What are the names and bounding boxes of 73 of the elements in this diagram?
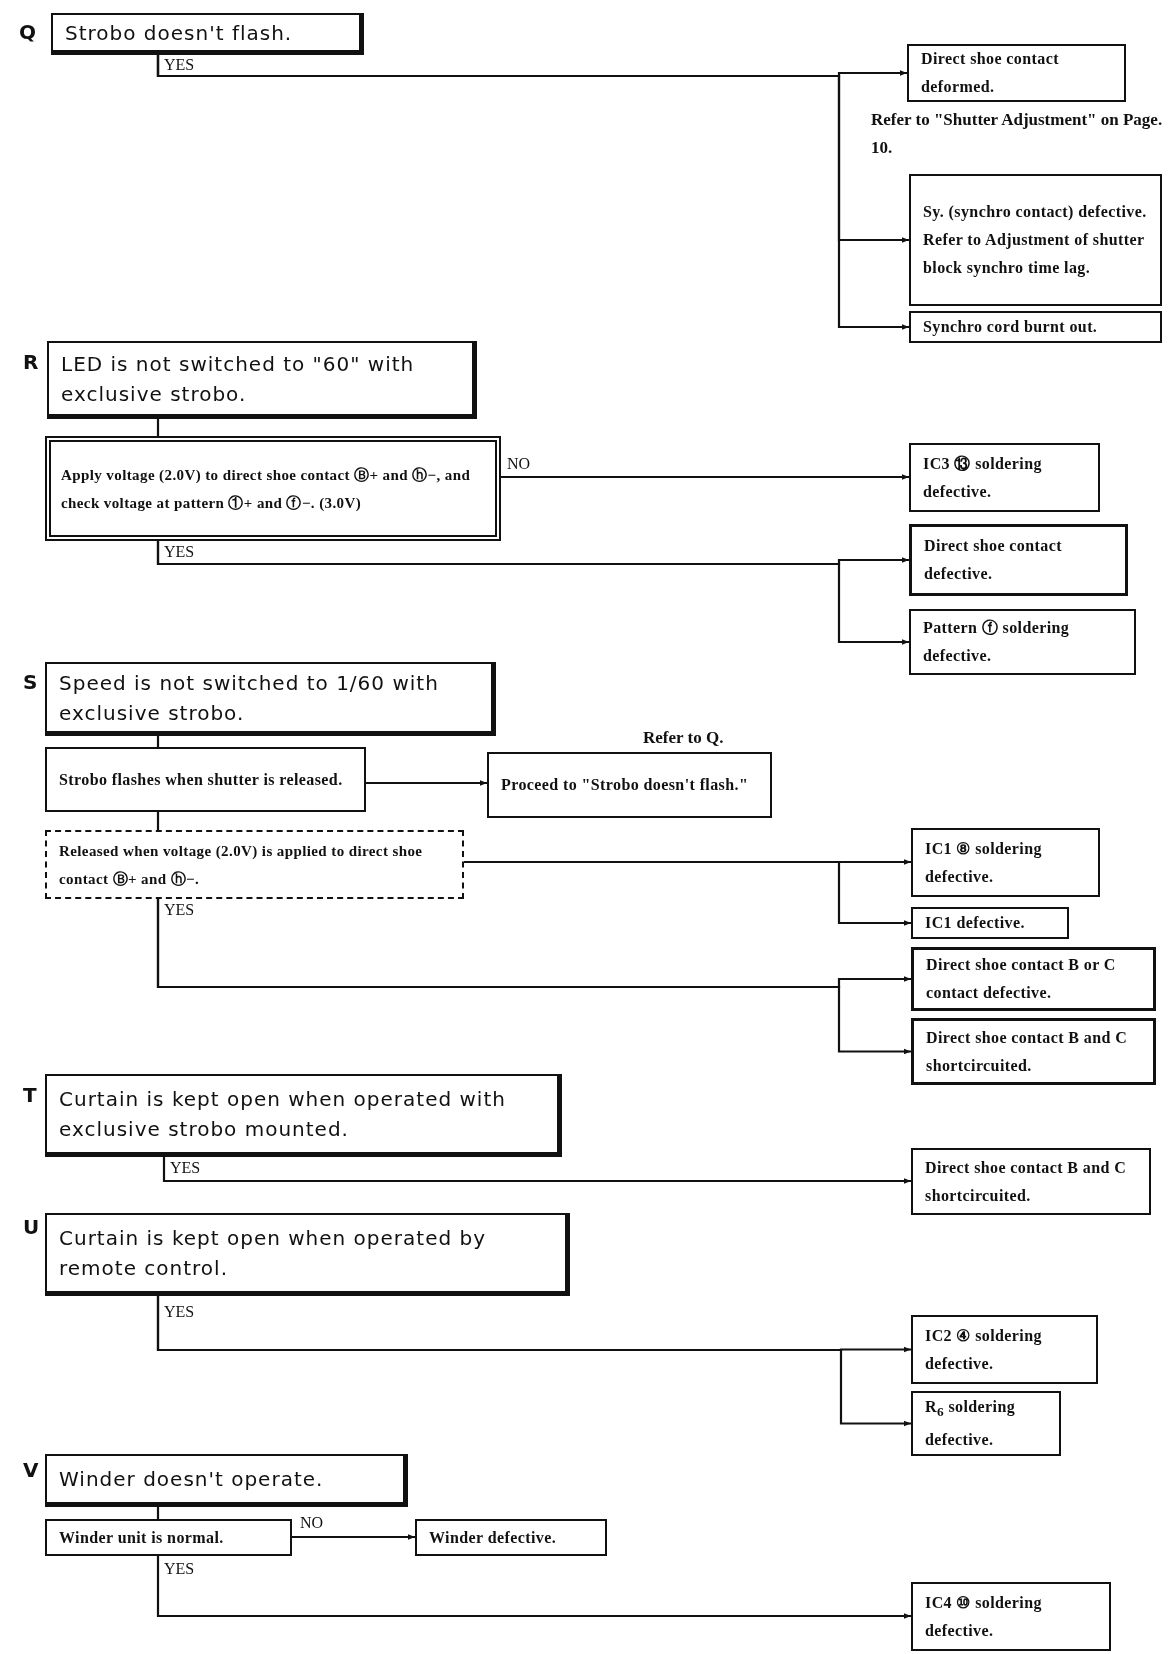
section-letter: R bbox=[23, 350, 39, 374]
cause-box bbox=[907, 44, 1126, 102]
arrow bbox=[156, 1556, 911, 1619]
cause-text: IC2 ④ soldering defective. bbox=[925, 1325, 1043, 1374]
cause-box bbox=[415, 1519, 607, 1556]
problem-text: Strobo doesn't flash. bbox=[65, 19, 293, 47]
problem-text: Speed is not switched to 1/60 with exclusive strobo. bbox=[59, 669, 440, 727]
cause-text: Direct shoe contact B and C shortcircuited. bbox=[926, 1027, 1129, 1076]
cause-text: R$_{6}$ soldering defective. bbox=[925, 1396, 1017, 1451]
cause-box bbox=[909, 609, 1136, 675]
arrow bbox=[156, 899, 911, 1055]
cause-text: Winder unit is normal. bbox=[59, 1527, 224, 1548]
section-letter: U bbox=[23, 1215, 40, 1239]
cause-box bbox=[487, 752, 772, 818]
problem-box bbox=[45, 1074, 562, 1157]
arrow bbox=[156, 55, 909, 330]
check-box bbox=[45, 830, 464, 899]
section-letter: S bbox=[23, 670, 38, 694]
section-letter: Q bbox=[19, 20, 36, 44]
cause-text: Sy. (synchro contact) defective. Refer to Adjustment of shutter block synchro time lag. bbox=[923, 202, 1148, 279]
connector-line bbox=[156, 812, 160, 830]
cause-text: IC1 defective. bbox=[925, 913, 1025, 933]
cause-text: IC3 ⑬ soldering defective. bbox=[923, 453, 1043, 502]
problem-box bbox=[47, 341, 477, 419]
cause-text: IC4 ⑩ soldering defective. bbox=[925, 1592, 1043, 1641]
problem-box bbox=[51, 13, 364, 55]
cause-text: Apply voltage (2.0V) to direct shoe contact Ⓑ+ and ⓗ−, and check voltage at pattern ①+ and ⓕ−. (3.0V) bbox=[61, 465, 472, 513]
problem-box bbox=[45, 1213, 570, 1296]
cause-box bbox=[909, 174, 1162, 306]
connector-line bbox=[156, 1507, 160, 1519]
cause-box bbox=[911, 1018, 1156, 1085]
cause-text: Winder defective. bbox=[429, 1527, 557, 1548]
arrow bbox=[501, 474, 909, 480]
cause-text: IC1 ⑧ soldering defective. bbox=[925, 838, 1043, 887]
problem-text: Winder doesn't operate. bbox=[59, 1466, 324, 1493]
arrow bbox=[366, 780, 487, 786]
connector-line bbox=[156, 736, 160, 747]
problem-box bbox=[45, 1454, 408, 1507]
cause-text: Direct shoe contact defective. bbox=[924, 536, 1063, 584]
section-letter: T bbox=[23, 1083, 37, 1107]
connector-line bbox=[156, 419, 160, 436]
problem-box bbox=[45, 662, 496, 736]
cause-box bbox=[911, 947, 1156, 1011]
cause-text: Pattern ⓕ soldering defective. bbox=[923, 618, 1071, 666]
cause-box bbox=[911, 1148, 1151, 1215]
cause-box bbox=[45, 1519, 292, 1556]
cause-box bbox=[911, 828, 1100, 897]
cause-text: Direct shoe contact B or C contact defective. bbox=[926, 955, 1117, 1003]
cause-text: Synchro cord burnt out. bbox=[923, 317, 1098, 338]
reference-note: Refer to "Shutter Adjustment" on Page. 10. bbox=[871, 109, 1164, 159]
cause-box bbox=[909, 443, 1100, 512]
cause-box bbox=[911, 1391, 1061, 1456]
cause-box bbox=[909, 311, 1162, 343]
problem-text: LED is not switched to "60" with exclusive strobo. bbox=[61, 350, 416, 408]
arrow bbox=[162, 1157, 911, 1184]
problem-text: Curtain is kept open when operated with exclusive strobo mounted. bbox=[59, 1086, 507, 1143]
section-letter: V bbox=[23, 1458, 39, 1482]
arrow bbox=[156, 541, 909, 645]
cause-text: Released when voltage (2.0V) is applied to direct shoe contact Ⓑ+ and ⓗ−. bbox=[59, 841, 424, 889]
cause-box bbox=[45, 747, 366, 812]
cause-text: Strobo flashes when shutter is released. bbox=[59, 769, 343, 790]
cause-text: Direct shoe contact deformed. bbox=[921, 49, 1060, 97]
cause-text: Proceed to "Strobo doesn't flash." bbox=[501, 775, 749, 795]
cause-box bbox=[909, 524, 1128, 596]
cause-box bbox=[911, 1582, 1111, 1651]
arrow bbox=[156, 1296, 911, 1427]
cause-box bbox=[911, 1315, 1098, 1384]
check-box bbox=[45, 436, 501, 541]
reference-note: Refer to Q. bbox=[643, 727, 724, 749]
arrow bbox=[292, 1534, 415, 1540]
problem-text: Curtain is kept open when operated by remote control. bbox=[59, 1225, 488, 1282]
cause-box bbox=[911, 907, 1069, 939]
cause-text: Direct shoe contact B and C shortcircuited. bbox=[925, 1157, 1128, 1206]
